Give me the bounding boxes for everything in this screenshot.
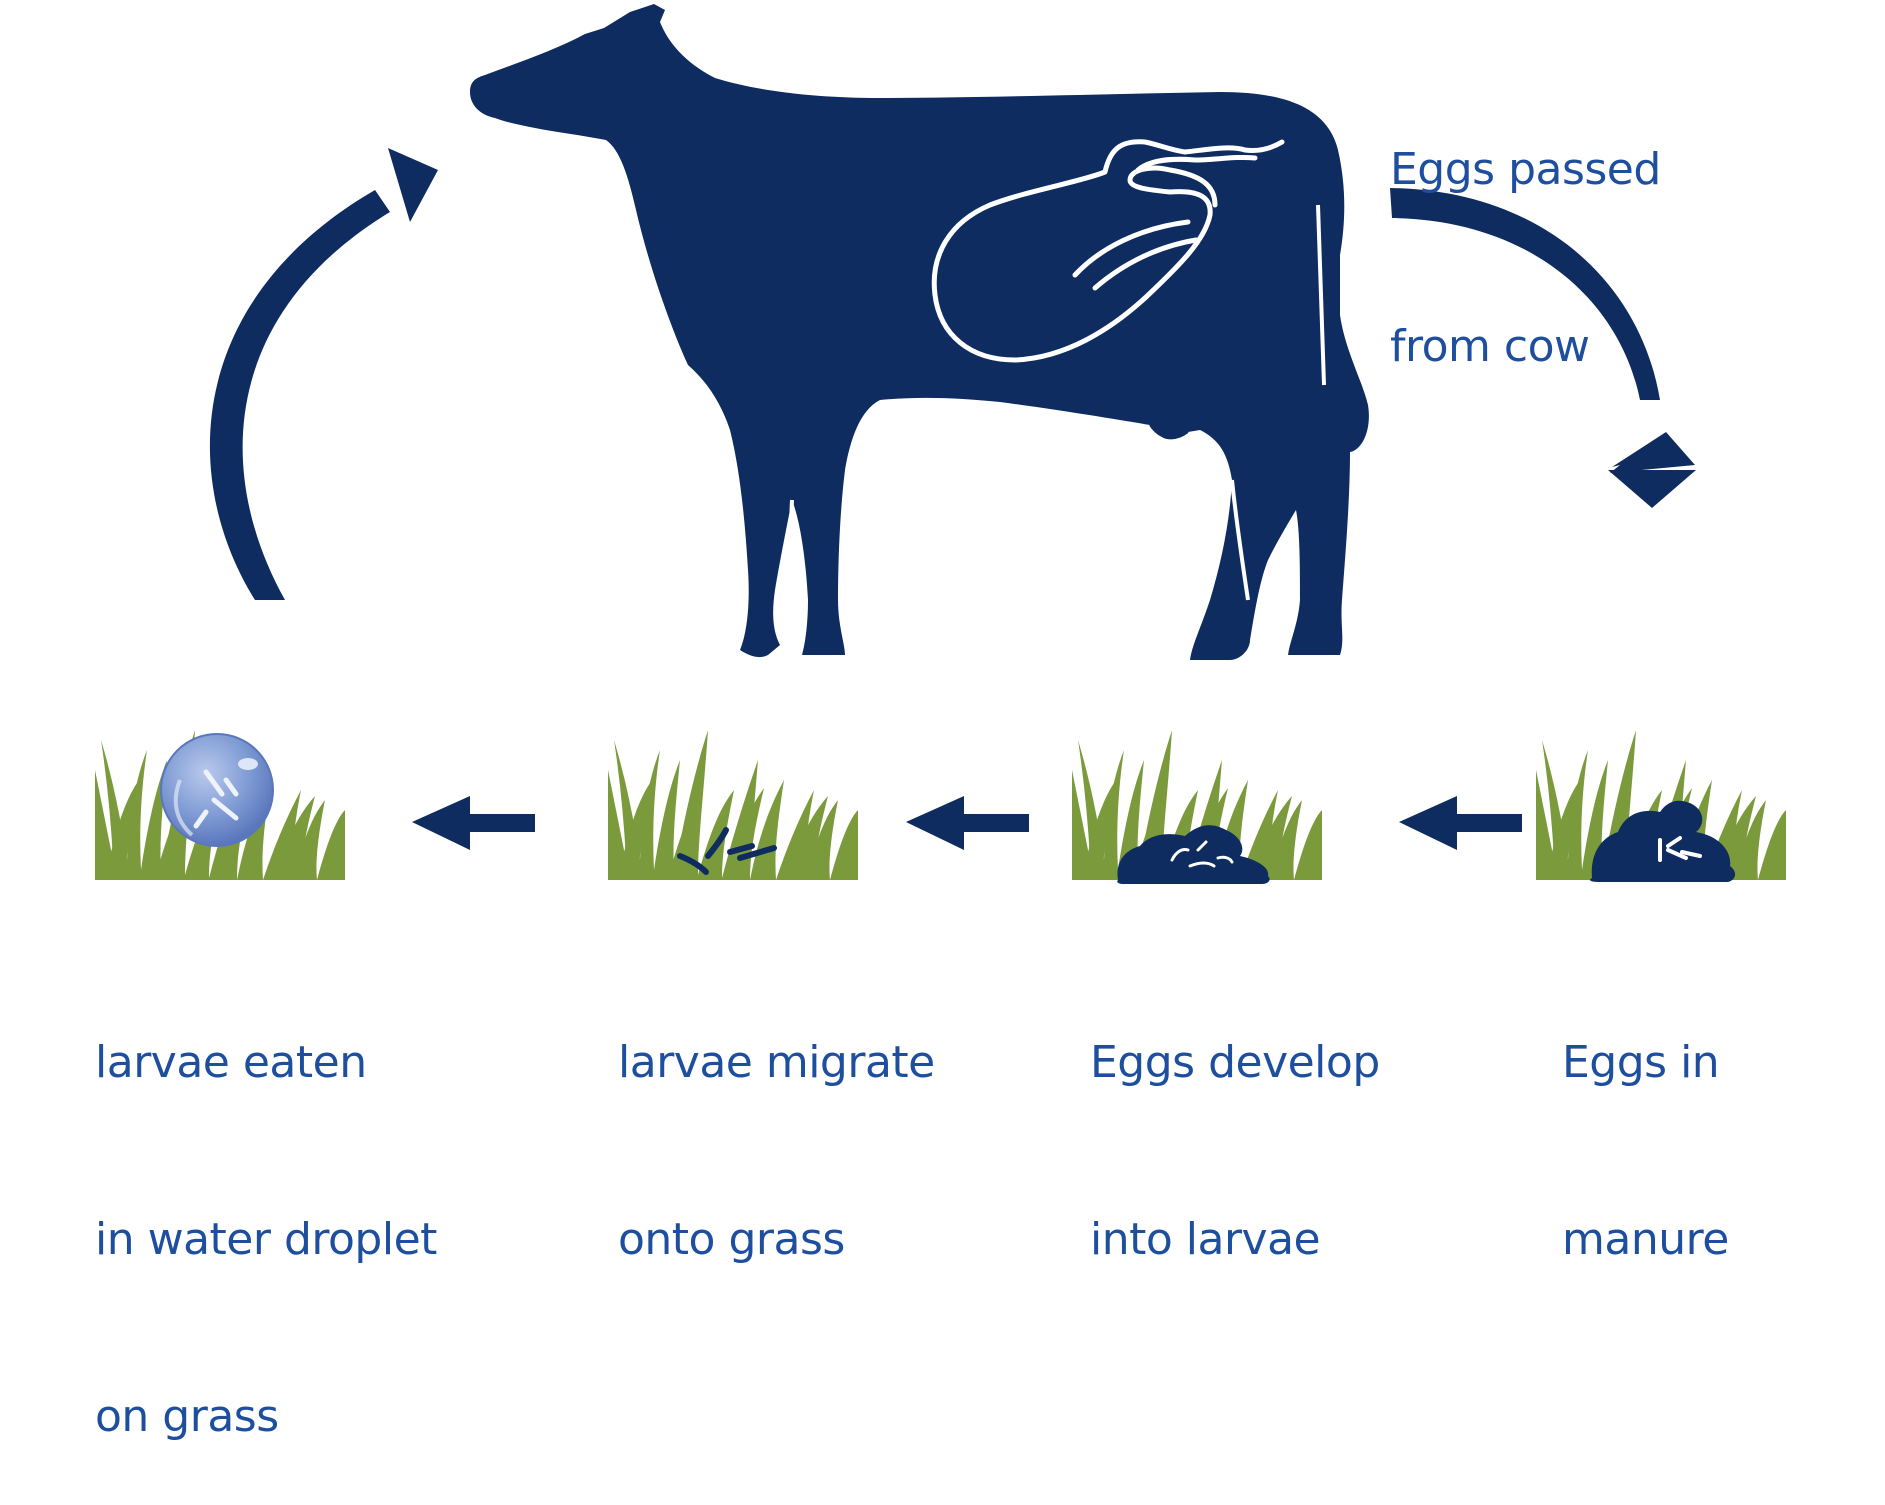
label-line: on grass [95, 1391, 279, 1442]
arrow-icon [209, 148, 1696, 600]
label-step-larvae-migrate: larvae migrate onto grass [618, 915, 935, 1328]
label-line: onto grass [618, 1214, 845, 1265]
arrow-icon [412, 796, 1522, 850]
label-step-eggs-in-manure: Eggs in manure [1562, 915, 1729, 1328]
manure-icon [1590, 800, 1736, 882]
grass-icon [95, 730, 1786, 880]
label-line: into larvae [1090, 1214, 1321, 1265]
stomach-icon [931, 139, 1285, 363]
label-line: in water droplet [95, 1214, 437, 1265]
label-line: Eggs in [1562, 1037, 1720, 1088]
label-line: Eggs develop [1090, 1037, 1380, 1088]
cow-icon [470, 4, 1369, 660]
label-line: manure [1562, 1214, 1729, 1265]
water-droplet-icon [160, 733, 274, 847]
label-step-eggs-develop: Eggs develop into larvae [1090, 915, 1380, 1328]
label-line: Eggs passed [1390, 144, 1661, 195]
label-eggs-passed: Eggs passed from cow [1390, 22, 1661, 435]
lifecycle-diagram [95, 4, 1786, 884]
label-line: larvae migrate [618, 1037, 935, 1088]
label-step-larvae-eaten: larvae eaten in water droplet on grass [95, 915, 437, 1505]
larvae-icon [677, 827, 777, 875]
label-line: from cow [1390, 321, 1590, 372]
manure-icon [1117, 825, 1270, 884]
label-line: larvae eaten [95, 1037, 367, 1088]
